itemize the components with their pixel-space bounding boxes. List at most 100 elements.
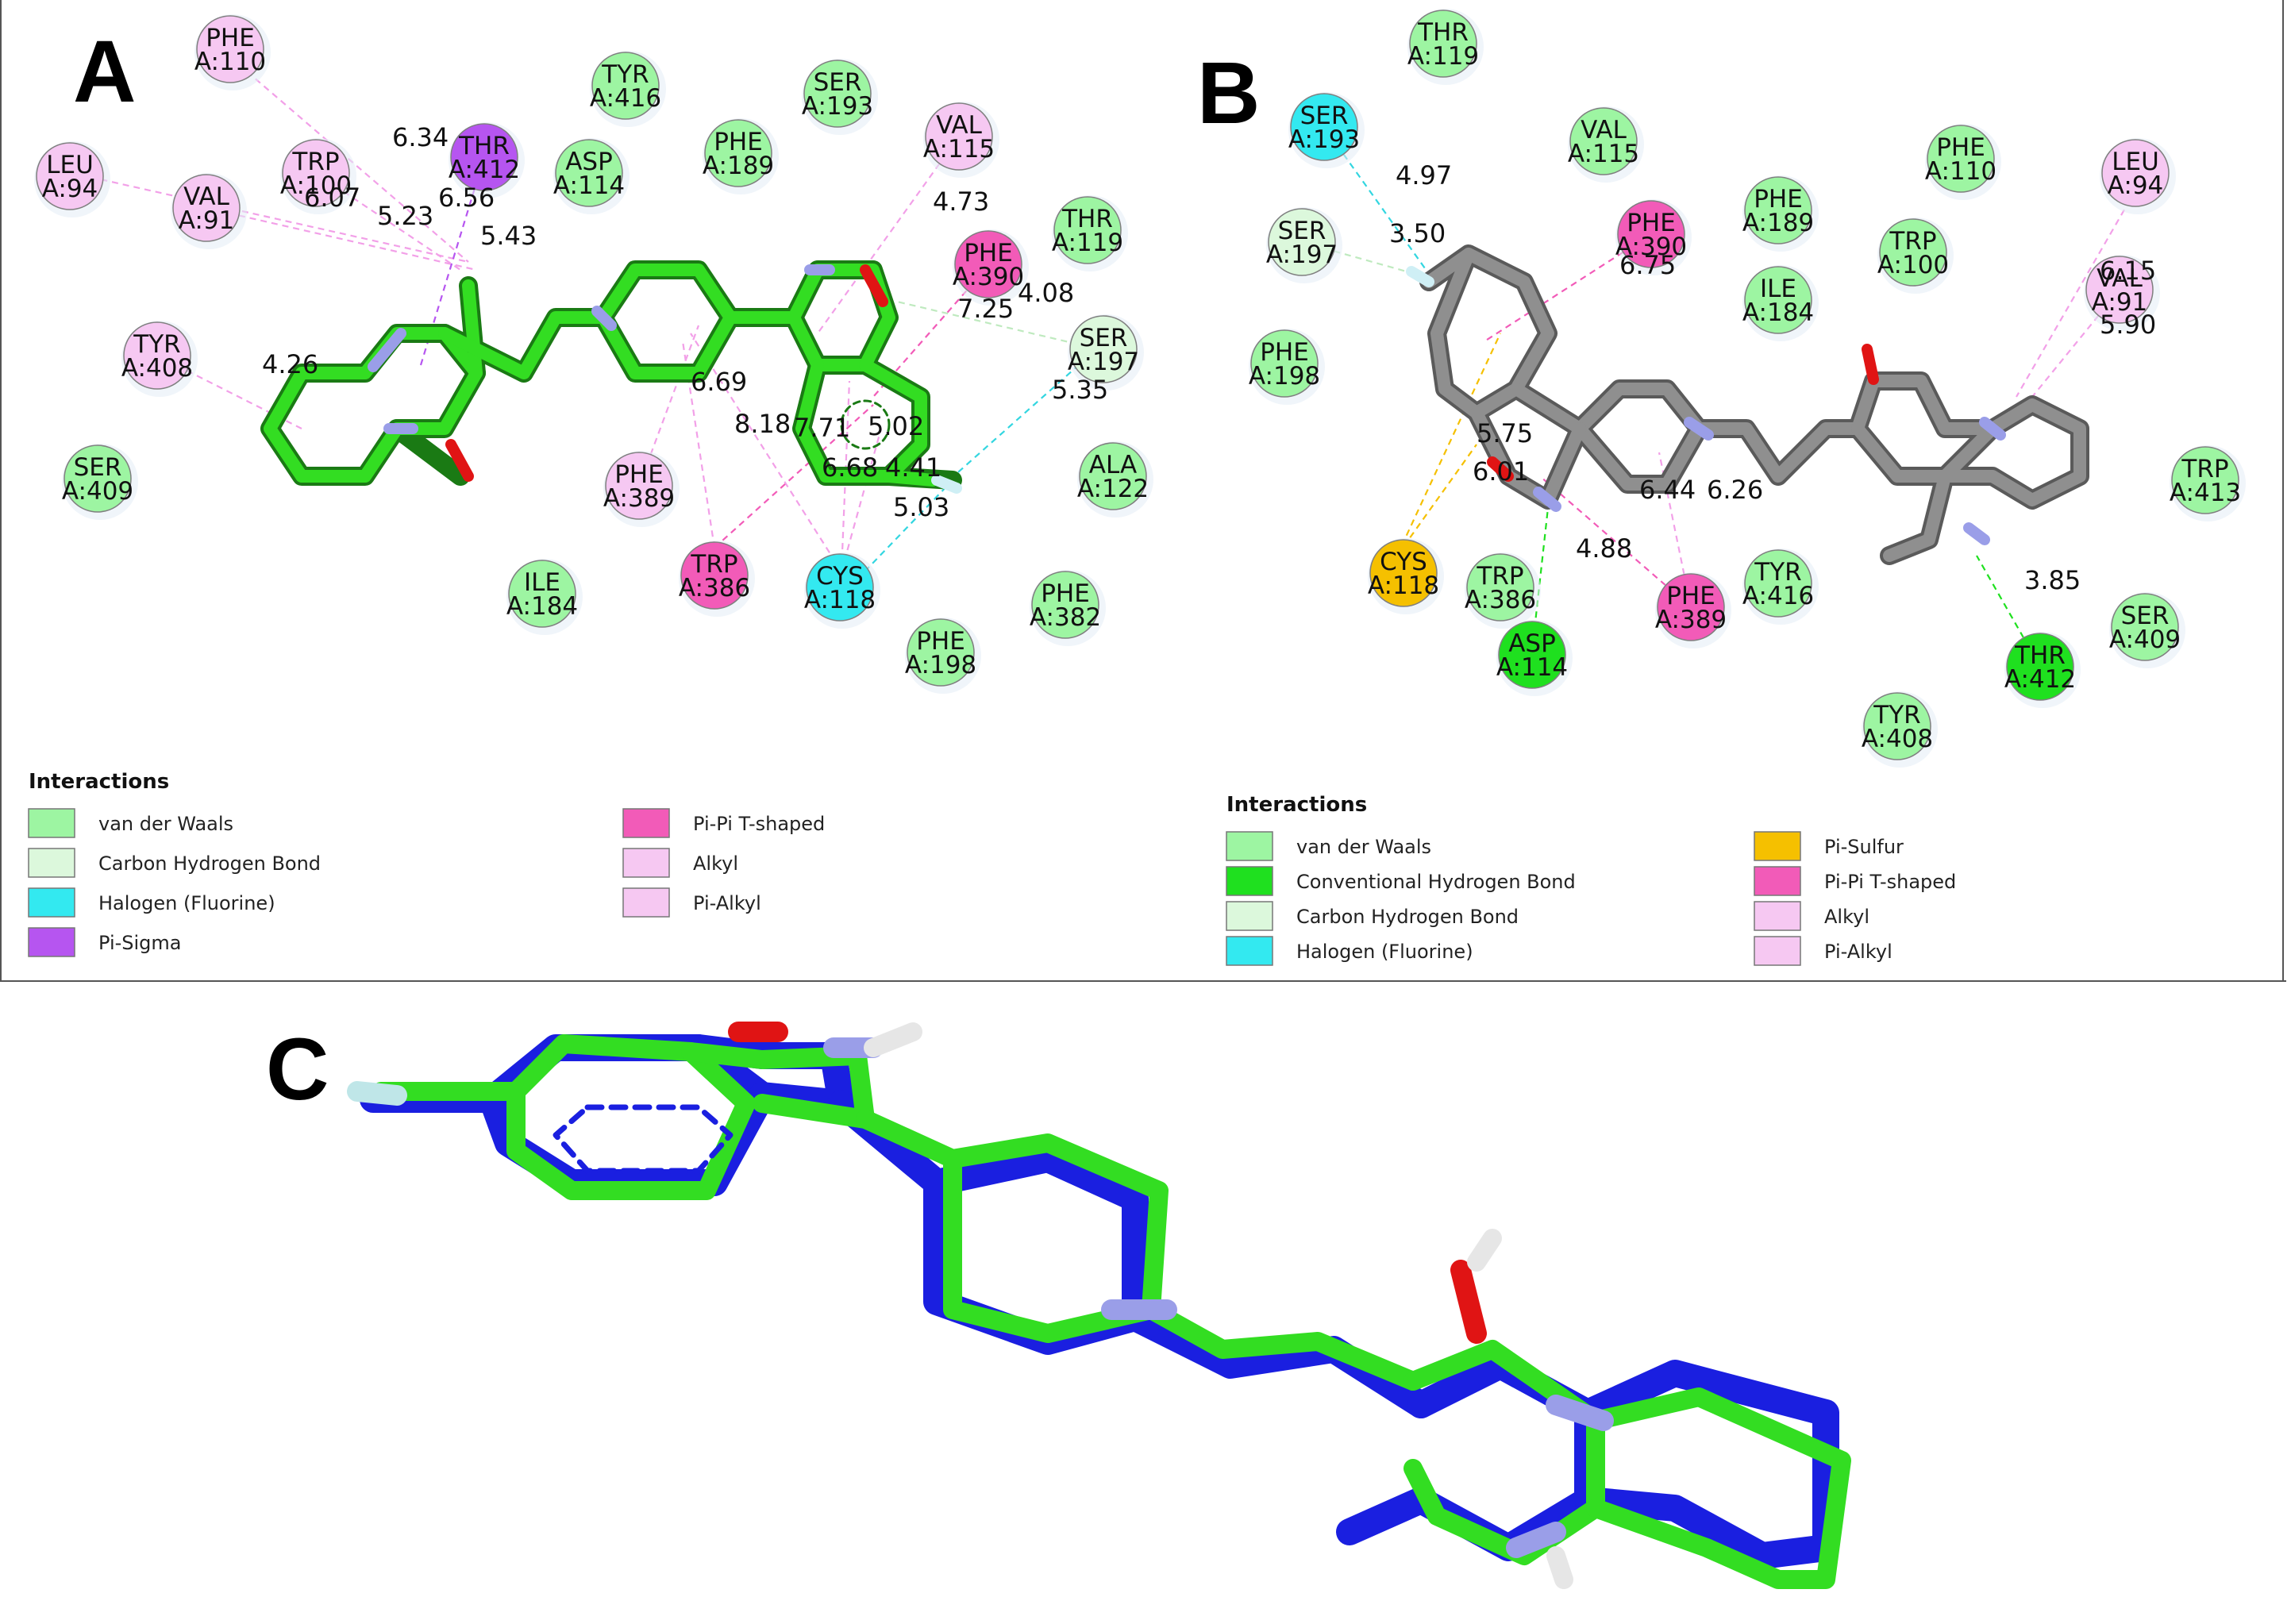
line-trp386-b bbox=[681, 341, 716, 548]
residue-name: THR bbox=[1417, 18, 1469, 47]
line-cys118-b bbox=[840, 380, 851, 572]
ligand-b-nitrogens bbox=[1533, 417, 2006, 545]
legend-title: Interactions bbox=[29, 770, 169, 794]
residue-chain: A:416 bbox=[1742, 582, 1814, 610]
line-trp386 bbox=[714, 404, 874, 548]
distance-label: 7.71 bbox=[794, 413, 850, 443]
overlay-structures bbox=[347, 1022, 1851, 1589]
legend-label: Pi-Alkyl bbox=[1824, 941, 1892, 963]
residue-disc bbox=[1409, 10, 1477, 78]
panel-b-ligand bbox=[1406, 244, 2089, 565]
line-b-cys118 bbox=[1396, 333, 1501, 556]
residue-disc bbox=[806, 553, 874, 622]
overlay-fluorine bbox=[347, 1081, 407, 1106]
overlay-nitrogens bbox=[823, 1037, 1614, 1558]
residue-chain: A:408 bbox=[121, 354, 193, 383]
legend-item: Pi-Alkyl bbox=[1754, 936, 1892, 966]
residue-name: PHE bbox=[614, 460, 664, 489]
residue-disc bbox=[508, 560, 576, 628]
residue-chain: A:189 bbox=[1742, 209, 1814, 237]
residue-chain: A:197 bbox=[1266, 241, 1338, 269]
residue-chain: A:412 bbox=[449, 156, 520, 184]
residue-disc bbox=[680, 541, 749, 610]
distance-label: 7.25 bbox=[957, 294, 1014, 324]
residue-disc bbox=[1250, 329, 1319, 398]
distance-label: 6.34 bbox=[392, 122, 449, 152]
legend-swatch bbox=[28, 927, 75, 957]
distance-label: 3.85 bbox=[2024, 565, 2081, 595]
distance-label: 6.69 bbox=[691, 367, 747, 397]
residue-disc bbox=[954, 230, 1022, 298]
legend-swatch bbox=[1226, 866, 1273, 896]
legend-item: Carbon Hydrogen Bond bbox=[1226, 901, 1519, 931]
residue-chain: A:389 bbox=[603, 484, 675, 513]
legend-swatch bbox=[1754, 866, 1801, 896]
legend-swatch bbox=[622, 848, 670, 878]
distance-label: 6.56 bbox=[438, 183, 495, 213]
residue-chain: A:409 bbox=[62, 477, 133, 506]
residue-disc bbox=[2085, 256, 2154, 324]
legend-label: Halogen (Fluorine) bbox=[1296, 941, 1473, 963]
legend-item: Alkyl bbox=[1754, 901, 1869, 931]
residue-disc bbox=[1498, 621, 1566, 689]
residue-name: ASP bbox=[565, 148, 613, 176]
residue-disc bbox=[1569, 107, 1638, 175]
distance-label: 5.02 bbox=[868, 411, 924, 441]
residue-chain: A:189 bbox=[703, 152, 774, 180]
residue-name: TYR bbox=[601, 60, 649, 89]
distance-label: 4.26 bbox=[262, 349, 318, 379]
distance-label: 5.35 bbox=[1052, 375, 1108, 405]
ligand-a-oxygens bbox=[445, 264, 888, 482]
residue-chain: A:198 bbox=[1249, 362, 1320, 391]
line-cys118-a bbox=[690, 333, 842, 572]
residue-chain: A:119 bbox=[1407, 42, 1479, 71]
ligand-a-nitrogens bbox=[368, 264, 835, 434]
legend-label: Alkyl bbox=[1824, 906, 1869, 928]
legend-item: van der Waals bbox=[1226, 831, 1431, 861]
residue-disc bbox=[1290, 93, 1358, 161]
residue-name: LEU bbox=[2112, 148, 2159, 176]
residue-name: PHE bbox=[206, 24, 255, 52]
panel-a-distances: 6.346.075.236.565.434.264.734.087.255.35… bbox=[262, 122, 1108, 522]
residue-disc bbox=[1369, 539, 1438, 607]
residue-disc bbox=[2006, 633, 2074, 701]
ligand-b-oxygens bbox=[1487, 344, 1879, 482]
residue-chain: A:412 bbox=[2004, 665, 2076, 694]
distance-label: 6.68 bbox=[822, 452, 878, 483]
residue-chain: A:118 bbox=[1368, 571, 1439, 600]
residue-name: SER bbox=[1080, 324, 1128, 352]
legend-label: Pi-Pi T-shaped bbox=[693, 813, 825, 835]
line-val115 bbox=[817, 136, 960, 334]
residue-disc bbox=[803, 60, 872, 128]
residue-disc bbox=[1657, 573, 1725, 641]
panel-c: C bbox=[266, 1021, 1851, 1589]
residue-chain: A:390 bbox=[1615, 233, 1687, 261]
legend-swatch bbox=[1226, 936, 1273, 966]
distance-label: 6.07 bbox=[304, 183, 360, 213]
overlay-hydrogen-top bbox=[1467, 1229, 1502, 1272]
residue-name: PHE bbox=[1260, 338, 1309, 367]
residue-chain: A:94 bbox=[42, 175, 98, 203]
legend-item: Pi-Sigma bbox=[28, 927, 182, 957]
residue-name: ILE bbox=[1760, 275, 1796, 303]
legend-label: Pi-Alkyl bbox=[693, 892, 761, 914]
residue-chain: A:197 bbox=[1068, 348, 1139, 376]
residue-name: TRP bbox=[291, 148, 339, 176]
residue-chain: A:100 bbox=[1877, 251, 1949, 279]
legend-swatch bbox=[1226, 901, 1273, 931]
